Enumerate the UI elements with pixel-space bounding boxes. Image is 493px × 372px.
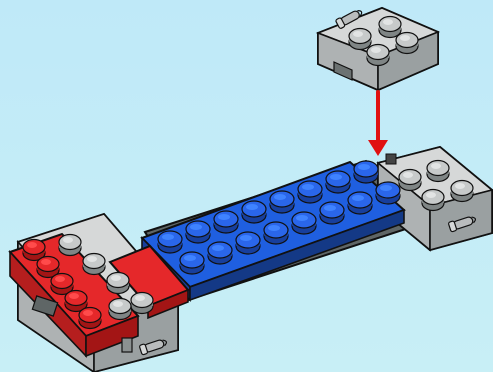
incoming-plate <box>315 6 441 92</box>
down-arrow-icon <box>368 90 388 156</box>
left-assembly <box>8 212 190 372</box>
red-tile-small <box>108 244 190 320</box>
main-assembly <box>140 145 493 302</box>
